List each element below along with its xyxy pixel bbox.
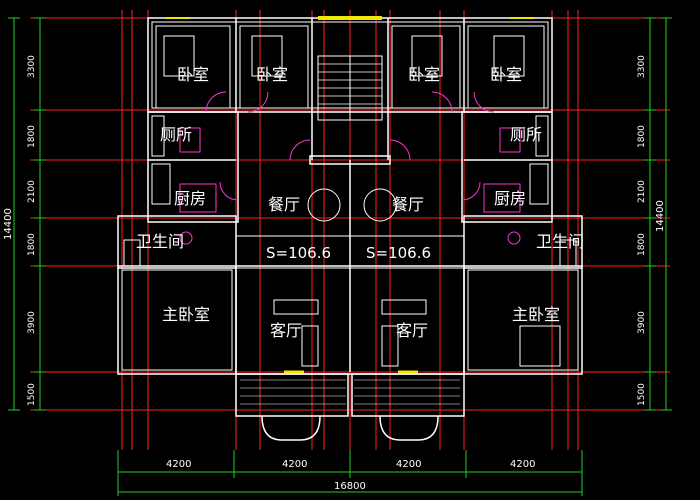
right-dim-seg-5: 3900 <box>637 311 647 334</box>
right-dim-seg-4: 1800 <box>637 233 647 256</box>
room-label-dining-left: 餐厅 <box>268 195 300 214</box>
room-label-dining-right: 餐厅 <box>392 195 424 214</box>
right-dimension-chain: 3300 1800 2100 1800 3900 1500 14400 <box>637 17 672 411</box>
left-dimension-chain: 3300 1800 2100 1800 3900 1500 14400 <box>3 17 46 411</box>
fixtures <box>163 35 561 367</box>
room-label-living-left: 客厅 <box>270 321 302 340</box>
right-dim-seg-2: 1800 <box>637 125 647 148</box>
room-label-bedroom-4: 卧室 <box>490 65 522 84</box>
room-label-kitchen-left: 厨房 <box>174 189 206 208</box>
right-dim-seg-6: 1500 <box>637 383 647 406</box>
bottom-dim-seg-1: 4200 <box>166 459 191 470</box>
room-label-toilet-right: 厕所 <box>510 125 542 144</box>
left-dim-seg-2: 1800 <box>27 125 37 148</box>
room-label-master-left: 主卧室 <box>162 305 210 324</box>
room-label-master-right: 主卧室 <box>512 305 560 324</box>
bottom-dim-total: 16800 <box>334 481 366 492</box>
area-label-right: S=106.6 <box>366 244 431 262</box>
left-dim-seg-4: 1800 <box>27 233 37 256</box>
bottom-dimension-chain: 4200 4200 4200 4200 16800 <box>117 450 583 496</box>
right-dim-seg-3: 2100 <box>637 180 647 203</box>
area-label-left: S=106.6 <box>266 244 331 262</box>
right-dim-total: 14400 <box>655 200 666 232</box>
bottom-dim-seg-2: 4200 <box>282 459 307 470</box>
room-label-living-right: 客厅 <box>396 321 428 340</box>
stair-treads <box>318 63 382 113</box>
bottom-dim-seg-4: 4200 <box>510 459 535 470</box>
left-dim-total: 14400 <box>3 208 14 240</box>
left-dim-seg-6: 1500 <box>27 383 37 406</box>
room-label-bathroom-right: 卫生间 <box>536 232 584 251</box>
room-label-bathroom-left: 卫生间 <box>136 232 184 251</box>
room-label-kitchen-right: 厨房 <box>494 189 526 208</box>
bottom-dim-seg-3: 4200 <box>396 459 421 470</box>
right-dim-seg-1: 3300 <box>637 55 647 78</box>
room-label-bedroom-2: 卧室 <box>256 65 288 84</box>
room-labels: 卧室 卧室 卧室 卧室 厕所 厕所 厨房 厨房 餐厅 餐厅 卫生间 卫生间 主卧… <box>136 65 584 340</box>
balcony-rails <box>240 379 460 405</box>
room-label-toilet-left: 厕所 <box>160 125 192 144</box>
room-label-bedroom-1: 卧室 <box>177 65 209 84</box>
building-walls <box>117 16 583 441</box>
left-dim-seg-1: 3300 <box>27 55 37 78</box>
left-dim-seg-3: 2100 <box>27 180 37 203</box>
left-dim-seg-5: 3900 <box>27 311 37 334</box>
room-label-bedroom-3: 卧室 <box>408 65 440 84</box>
